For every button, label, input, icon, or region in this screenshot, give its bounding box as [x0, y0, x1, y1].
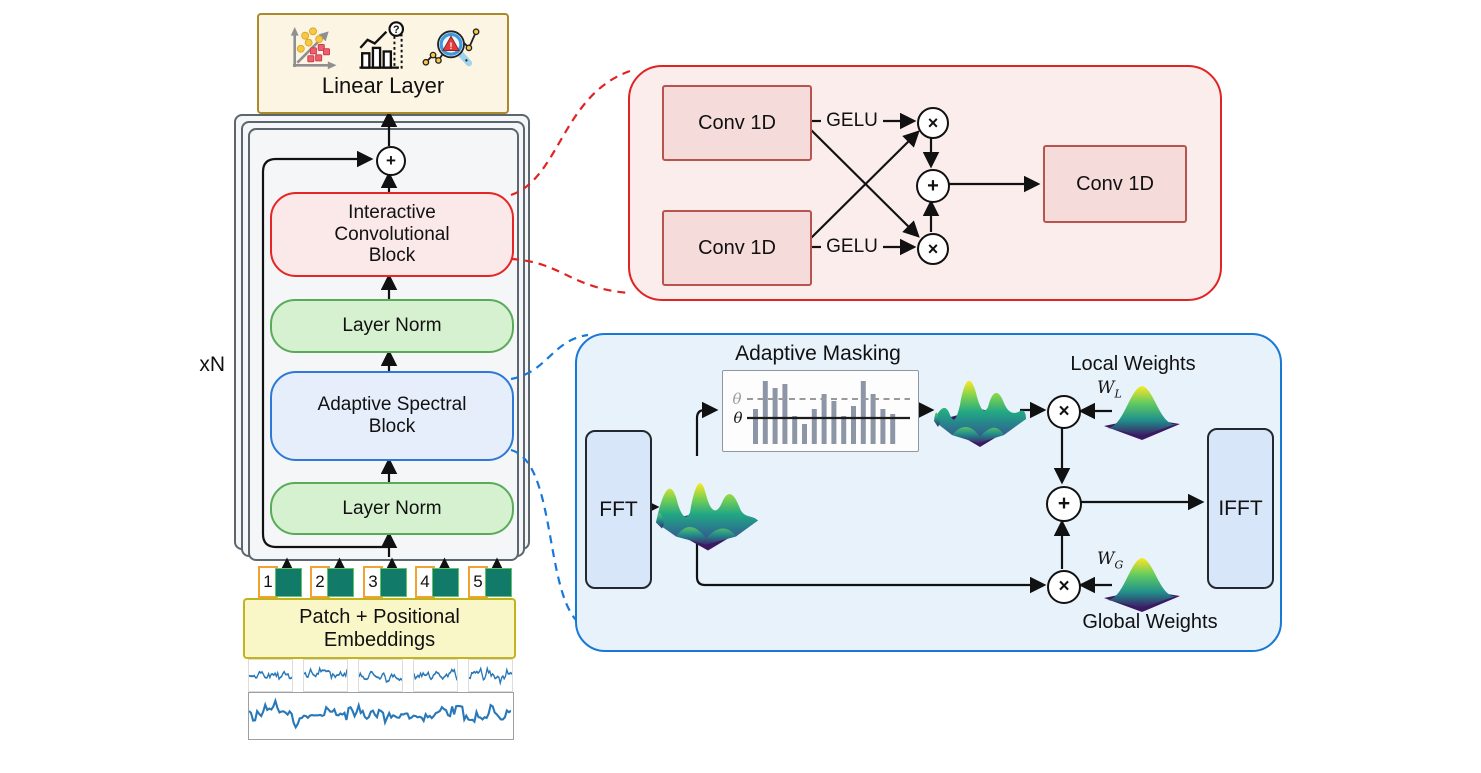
theta-upper-label: θ — [732, 390, 741, 408]
gelu-label-bottom: GELU — [826, 236, 878, 257]
patch-embedding-square-5 — [485, 568, 512, 597]
multiply-node-top: × — [917, 107, 949, 139]
global-weight-surface — [1104, 558, 1180, 612]
masked-spectrum-surface — [934, 380, 1026, 447]
multiply-node-bottom: × — [917, 233, 949, 265]
residual-add-node: + — [376, 146, 406, 176]
icb-label-line3: Block — [368, 245, 416, 267]
gelu-label-top: GELU — [826, 110, 878, 131]
linear-layer-label: Linear Layer — [321, 73, 445, 98]
multiply-node-local: × — [1047, 395, 1081, 429]
spectrum-surface — [656, 483, 758, 551]
svg-text:!: ! — [450, 41, 453, 51]
w-local-label: WL — [1097, 378, 1122, 401]
input-series-waveform — [248, 692, 514, 740]
icb-label-line2: Convolutional — [334, 223, 450, 245]
asb-label-line1: Adaptive Spectral — [317, 394, 467, 416]
linear-layer-box: ? ! Linear Layer — [257, 13, 509, 114]
add-node-icb: + — [916, 169, 950, 203]
masking-bars-svg: θ θ — [732, 381, 910, 444]
layer-norm-upper: Layer Norm — [270, 299, 514, 353]
patch-embedding-square-4 — [432, 568, 459, 597]
conv1d-output: Conv 1D — [1043, 145, 1187, 223]
theta-lower-label: θ — [733, 409, 742, 427]
multiply-node-global: × — [1047, 570, 1081, 604]
anomaly-magnifier-icon: ! — [422, 28, 480, 67]
icb-label-line1: Interactive — [348, 202, 436, 224]
patch-embedding-square-2 — [327, 568, 354, 597]
classification-scatter-icon — [290, 26, 337, 70]
embeddings-label-line1: Patch + Positional — [299, 605, 460, 628]
icb-zoom-link-top — [510, 69, 631, 197]
patch-waveform-3 — [358, 659, 403, 692]
patch-waveform-1 — [248, 659, 293, 692]
local-weights-label: Local Weights — [1070, 352, 1196, 375]
patch-waveform-5 — [468, 659, 513, 692]
conv1d-input-bottom: Conv 1D — [662, 210, 812, 286]
patch-positional-embeddings-box: Patch + Positional Embeddings — [243, 598, 516, 659]
icb-zoom-link-bottom — [510, 257, 630, 295]
conv1d-input-top: Conv 1D — [662, 85, 812, 161]
patch-embedding-square-1 — [275, 568, 302, 597]
local-weight-surface — [1104, 386, 1180, 440]
adaptive-masking-title: Adaptive Masking — [735, 342, 901, 365]
svg-text:?: ? — [393, 24, 400, 36]
interactive-convolutional-block: Interactive Convolutional Block — [270, 192, 514, 277]
asb-zoom-link-bottom — [510, 448, 577, 621]
w-global-label: WG — [1097, 549, 1124, 572]
forecasting-chart-icon: ? — [359, 21, 405, 69]
fft-box: FFT — [585, 430, 652, 589]
patch-waveform-2 — [303, 659, 348, 692]
add-node-spectral: + — [1046, 486, 1082, 522]
asb-label-line2: Block — [368, 416, 416, 437]
adaptive-spectral-block: Adaptive Spectral Block — [270, 371, 514, 461]
asb-zoom-link-top — [510, 333, 589, 381]
embeddings-label-line2: Embeddings — [323, 628, 436, 651]
adaptive-masking-chart: θ θ — [722, 370, 919, 452]
ifft-box: IFFT — [1207, 428, 1274, 589]
layer-norm-lower: Layer Norm — [270, 482, 514, 535]
task-icons-row: ? ! — [286, 21, 480, 73]
patch-embedding-square-3 — [380, 568, 407, 597]
global-weights-label: Global Weights — [1082, 610, 1218, 633]
repeat-count-label: xN — [199, 353, 225, 376]
patch-waveform-4 — [413, 659, 458, 692]
